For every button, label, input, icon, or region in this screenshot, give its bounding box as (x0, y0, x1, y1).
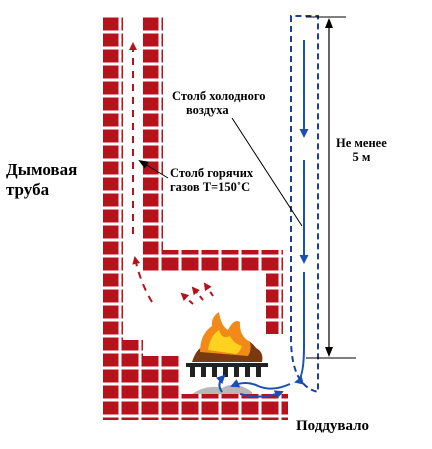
chimney-left-wall (103, 16, 123, 356)
chimney-right-wall (143, 16, 163, 250)
cold-air-arrow-up-grate (215, 374, 226, 393)
hot-gas-flow (129, 42, 214, 305)
leader-lines (138, 117, 303, 227)
stove-base (103, 356, 180, 420)
height-label-line-2: 5 м (352, 150, 371, 165)
leader-cold-air (231, 117, 303, 227)
cold-air-column (215, 15, 319, 399)
ash-pile-icon (192, 384, 252, 394)
hot-gas-arrow-fire-3 (203, 282, 214, 297)
cold-air-arrow-under-grate (230, 379, 291, 390)
chimney-label-line-2: труба (6, 179, 50, 199)
height-dimension (306, 16, 356, 359)
firebox-top (143, 250, 283, 272)
hot-gas-arrow-fire-1 (180, 292, 194, 305)
hot-gas-label-line-1: Столб горячих (170, 166, 254, 180)
grate-icon (186, 363, 268, 377)
cold-air-arrow-right (239, 390, 284, 399)
hot-gas-arrow-fire-2 (191, 286, 204, 301)
fire-icon (192, 312, 263, 362)
chimney-label-line-1: Дымовая (6, 160, 78, 179)
cold-air-label-line-2: воздуха (186, 103, 229, 118)
cold-air-label: Столб холодного воздуха (172, 89, 265, 118)
hot-gas-label: Столб горячих газов Т=150˚С (170, 166, 253, 195)
brick-masonry (103, 16, 288, 420)
cold-air-label-line-1: Столб холодного (172, 89, 266, 103)
firebox-right-wall (266, 272, 283, 334)
hearth-step (103, 340, 143, 356)
hot-gas-arrow-throat (132, 256, 153, 303)
chimney-label: Дымовая труба (6, 160, 77, 199)
hot-gas-label-line-2: газов Т=150˚С (170, 180, 251, 195)
ash-pit-label: Поддувало (296, 418, 370, 434)
height-label: Не менее 5 м (336, 136, 387, 165)
cold-air-arrow-bottom (294, 272, 305, 385)
height-label-line-1: Не менее (336, 136, 387, 150)
leader-hot-gas (138, 159, 169, 179)
stove-base-right (180, 394, 288, 420)
